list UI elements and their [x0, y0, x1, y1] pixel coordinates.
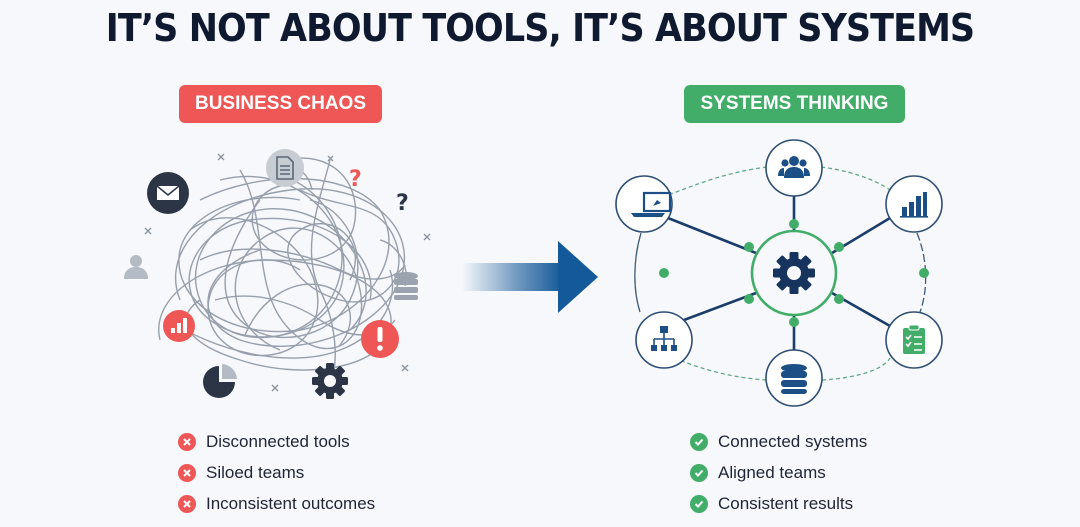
x-circle-icon: [178, 432, 196, 451]
gear-icon: [312, 363, 348, 399]
list-item: Aligned teams: [690, 457, 867, 488]
check-circle-icon: [690, 463, 708, 482]
outer-ring: [634, 166, 927, 381]
list-item-label: Consistent results: [718, 493, 854, 513]
list-item-label: Connected systems: [718, 431, 868, 451]
user-icon: [124, 255, 148, 279]
database-icon: [781, 364, 807, 394]
document-icon: [266, 149, 304, 187]
list-item: Inconsistent outcomes: [178, 488, 375, 519]
systems-thinking-badge: SYSTEMS THINKING: [684, 85, 905, 123]
org-chart-icon: [651, 326, 677, 351]
team-icon: [778, 156, 810, 178]
list-item: Disconnected tools: [178, 426, 375, 457]
check-circle-icon: [690, 494, 708, 513]
question-icon-red: ?: [349, 167, 362, 192]
list-item: Siloed teams: [178, 457, 375, 488]
list-item-label: Aligned teams: [718, 462, 826, 482]
check-circle-icon: [690, 432, 708, 451]
hub-node: [750, 229, 838, 317]
hub-gear-icon: [773, 252, 815, 294]
chaos-list: Disconnected tools Siloed teams Inconsis…: [178, 426, 375, 519]
x-marks: [144, 153, 431, 392]
node-database: [765, 349, 823, 407]
systems-list: Connected systems Aligned teams Consiste…: [690, 426, 867, 519]
list-item: Consistent results: [690, 488, 867, 519]
checklist-icon: [903, 324, 925, 354]
question-icon-dark: ?: [396, 191, 409, 216]
node-analytics: [885, 175, 943, 233]
node-checklist: [885, 311, 943, 369]
database-icon: [394, 272, 418, 300]
node-laptop: [615, 175, 673, 233]
alert-icon: [361, 320, 399, 358]
page-title: IT’S NOT ABOUT TOOLS, IT’S ABOUT SYSTEMS: [105, 6, 975, 50]
bar-chart-icon: [163, 310, 195, 342]
laptop-icon: [631, 191, 672, 217]
bar-chart-icon: [900, 192, 928, 218]
node-team: [765, 139, 823, 197]
connector-dots: [659, 219, 929, 327]
mail-icon: [147, 172, 189, 214]
list-item-label: Disconnected tools: [206, 431, 350, 451]
list-item-label: Siloed teams: [206, 462, 305, 482]
pie-chart-icon: [203, 364, 237, 398]
arrow-right-icon: [462, 241, 598, 313]
list-item-label: Inconsistent outcomes: [206, 493, 376, 513]
list-item: Connected systems: [690, 426, 867, 457]
node-workflow: [635, 311, 693, 369]
business-chaos-badge: BUSINESS CHAOS: [179, 85, 382, 123]
x-circle-icon: [178, 494, 196, 513]
x-circle-icon: [178, 463, 196, 482]
